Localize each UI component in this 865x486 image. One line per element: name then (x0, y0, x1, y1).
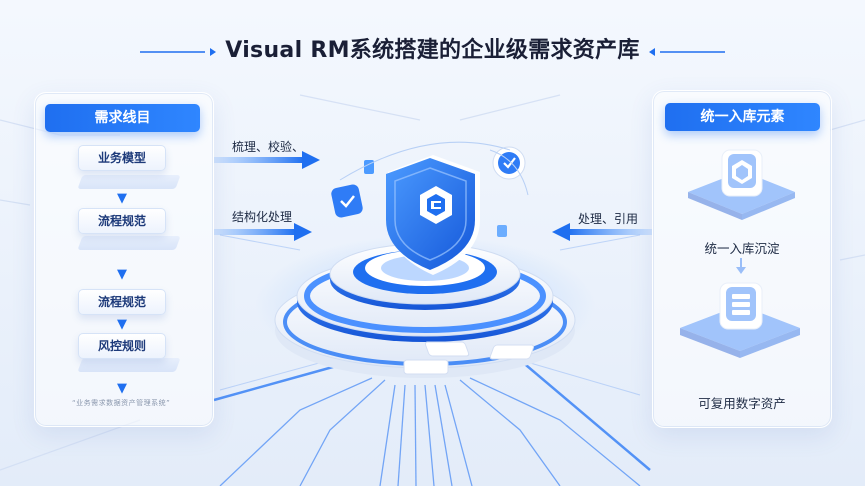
arrow-down-icon: ▼ (117, 191, 127, 206)
label-reusable-assets: 可复用数字资产 (698, 396, 786, 411)
arrow-down-icon: ▼ (117, 267, 127, 282)
right-panel (652, 90, 832, 428)
orbit-arc (339, 141, 511, 181)
hexagon-logo-icon (420, 186, 452, 224)
page-title: Visual RM系统搭建的企业级需求资产库 (225, 38, 640, 63)
step-plate (77, 175, 181, 189)
step-process-spec-2: 流程规范 (78, 289, 166, 315)
fan-lines (219, 377, 641, 486)
fan-lines-faint (219, 234, 641, 396)
arrow-right-icon (214, 151, 320, 169)
flow-label-process-reference: 处理、引用 (578, 212, 639, 226)
arrow-down-icon: ▼ (117, 381, 127, 396)
arrow-left-icon (552, 223, 652, 241)
footnote: “业务需求数据资产管理系统” (72, 399, 171, 407)
arrow-right-icon (214, 223, 312, 241)
platform (274, 243, 576, 378)
orbit-arc (489, 149, 529, 196)
step-business-model: 业务模型 (78, 145, 166, 171)
arrow-down-icon: ▼ (117, 317, 127, 332)
step-risk-rules: 风控规则 (78, 333, 166, 359)
check-shield-icon (331, 184, 363, 218)
left-panel-header: 需求线目 (45, 104, 200, 132)
step-plate (77, 236, 181, 250)
left-band (213, 363, 341, 402)
flow-label-sort-verify: 梳理、校验、 (232, 140, 305, 154)
left-panel (34, 92, 214, 427)
step-process-spec: 流程规范 (78, 208, 166, 234)
title-bar: Visual RM系统搭建的企业级需求资产库 (0, 34, 865, 68)
label-unified-storage: 统一入库沉淀 (704, 241, 780, 256)
right-band (519, 359, 651, 471)
flow-label-structuring: 结构化处理 (232, 210, 293, 224)
step-plate (77, 358, 181, 372)
shield-icon (386, 155, 480, 275)
title-decoration (140, 48, 725, 56)
right-panel-header: 统一入库元素 (665, 103, 820, 131)
